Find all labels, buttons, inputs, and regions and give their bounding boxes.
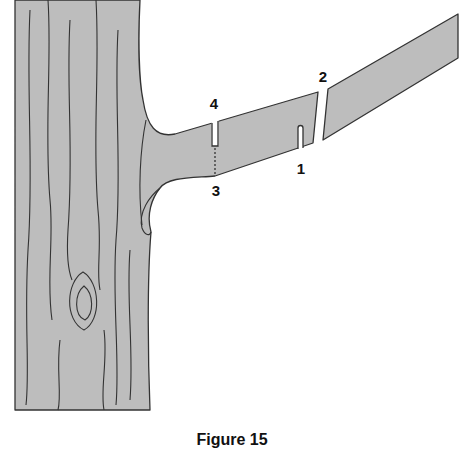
callout-number: 3 xyxy=(212,183,220,198)
callout-number: 2 xyxy=(319,69,327,84)
callout-number: 1 xyxy=(297,161,305,176)
callout-number: 4 xyxy=(210,96,218,111)
figure-caption: Figure 15 xyxy=(196,432,267,448)
